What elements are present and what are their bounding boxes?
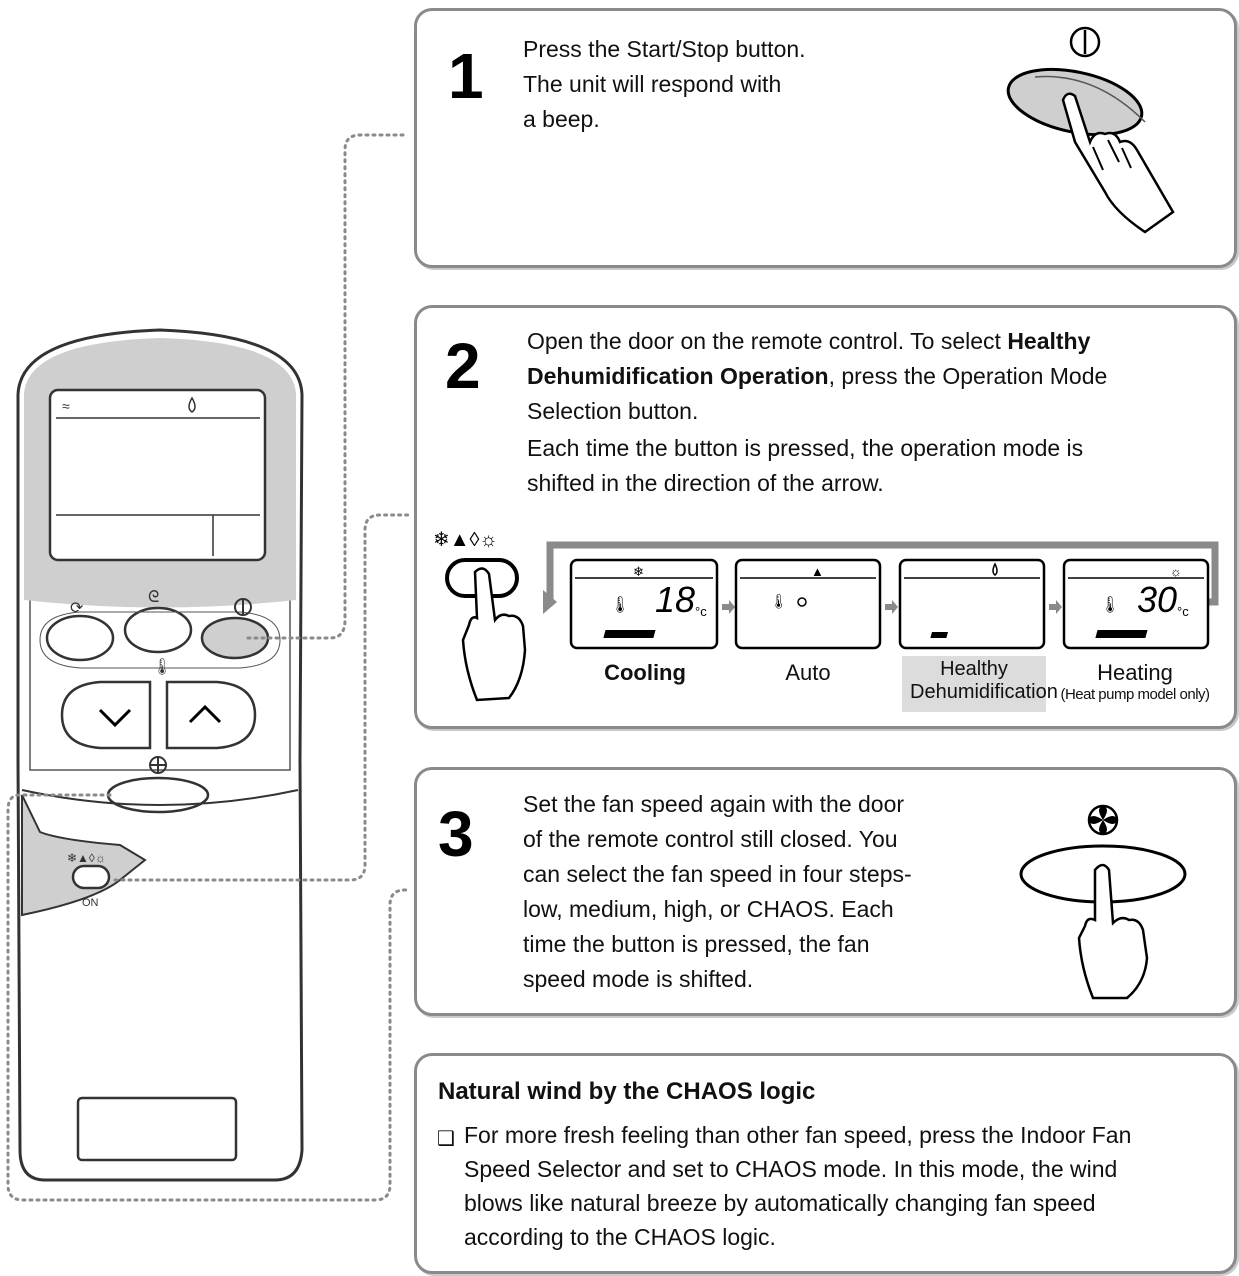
svg-text:ᘓ: ᘓ [148, 589, 159, 606]
chaos-note-text: For more fresh feeling than other fan sp… [464, 1118, 1131, 1254]
step2-line1-bold: Healthy [1007, 328, 1091, 354]
svg-text:❄▲◊☼: ❄▲◊☼ [67, 851, 106, 865]
step2-text: Open the door on the remote control. To … [527, 324, 1107, 501]
step2-line1-pre: Open the door on the remote control. To … [527, 328, 1008, 354]
mode-label-line: Dehumidification [910, 681, 1058, 703]
step3-line: speed mode is shifted. [523, 966, 754, 992]
display-auto: ▲ 🌡 [734, 558, 882, 650]
step1-text: Press the Start/Stop button. The unit wi… [523, 32, 806, 137]
chaos-note-line: For more fresh feeling than other fan sp… [464, 1122, 1132, 1148]
step2-line2-post: , press the Operation Mode [828, 363, 1108, 389]
display-heating: ☼ 🌡 30 °c [1062, 558, 1210, 650]
mode-label-line: Heating [1097, 660, 1173, 685]
svg-text:🌡: 🌡 [152, 658, 172, 676]
svg-text:▲: ▲ [811, 564, 824, 579]
step3-text: Set the fan speed again with the door of… [523, 787, 912, 997]
hand-pointer-icon [1061, 92, 1175, 234]
hand-pointer-icon [461, 567, 527, 702]
chaos-note-panel [414, 1053, 1237, 1274]
step1-line: Press the Start/Stop button. [523, 36, 806, 62]
chaos-note-line: blows like natural breeze by automatical… [464, 1190, 1096, 1216]
power-icon [1069, 26, 1101, 58]
mode-label-healthy-dehumidification: Healthy Dehumidification [902, 656, 1058, 712]
svg-text:≈: ≈ [62, 398, 70, 414]
hand-pointer-icon [1077, 863, 1149, 1000]
chaos-note-bullet: ❑ [437, 1128, 455, 1150]
step3-line: Set the fan speed again with the door [523, 791, 905, 817]
chaos-note-line: according to the CHAOS logic. [464, 1224, 776, 1250]
display-healthy-dehumidification [898, 558, 1046, 650]
mode-label-cooling: Cooling [604, 660, 686, 685]
step1-number: 1 [448, 40, 484, 112]
step1-line: The unit will respond with [523, 71, 782, 97]
start-stop-press-illustration [1006, 26, 1175, 234]
chaos-note-line: Speed Selector and set to CHAOS mode. In… [464, 1156, 1118, 1182]
chaos-note-title: Natural wind by the CHAOS logic [438, 1078, 816, 1105]
step2-line5: shifted in the direction of the arrow. [527, 470, 884, 496]
mode-label-line: Healthy [940, 658, 1008, 680]
mode-label-heating: Heating (Heat pump model only) [1055, 662, 1215, 706]
step3-line: time the button is pressed, the fan [523, 931, 870, 957]
step3-line: can select the fan speed in four steps- [523, 861, 912, 887]
mode-label-auto: Auto [785, 660, 831, 685]
mode-sequence-diagram: ❄▲◊☼ ❄ 🌡 18 °c ▲ 🌡 ☼ 🌡 30 °c [433, 529, 1219, 702]
step2-line4: Each time the button is pressed, the ope… [527, 435, 1084, 461]
svg-text:🌡: 🌡 [610, 596, 630, 614]
fan-icon [1087, 804, 1119, 836]
step1-line: a beep. [523, 106, 600, 132]
svg-text:❄: ❄ [633, 564, 644, 579]
on-label: ON [82, 897, 99, 909]
svg-text:🌡: 🌡 [1100, 596, 1120, 614]
heating-temp: 30 [1137, 579, 1177, 620]
step2-number: 2 [445, 330, 481, 402]
cooling-unit: °c [695, 604, 707, 619]
mode-icons: ❄▲◊☼ [433, 529, 498, 551]
fan-button-press-illustration [1019, 804, 1187, 1000]
svg-text:☼: ☼ [1170, 564, 1182, 579]
step2-line3: Selection button. [527, 398, 699, 424]
svg-text:⟳: ⟳ [70, 600, 84, 617]
step3-line: low, medium, high, or CHAOS. Each [523, 896, 894, 922]
step3-number: 3 [438, 798, 474, 870]
mode-label-sub: (Heat pump model only) [1060, 686, 1210, 703]
svg-text:🌡: 🌡 [770, 593, 788, 609]
step2-panel [414, 305, 1237, 729]
heating-unit: °c [1177, 604, 1189, 619]
step2-line2-bold: Dehumidification Operation [527, 363, 829, 389]
step3-line: of the remote control still closed. You [523, 826, 898, 852]
remote-control: ≈ ⟳ ᘓ 🌡 ❄▲◊☼ ON [6, 133, 412, 1202]
cooling-temp: 18 [655, 579, 695, 620]
display-cooling: ❄ 🌡 18 °c [569, 558, 719, 650]
